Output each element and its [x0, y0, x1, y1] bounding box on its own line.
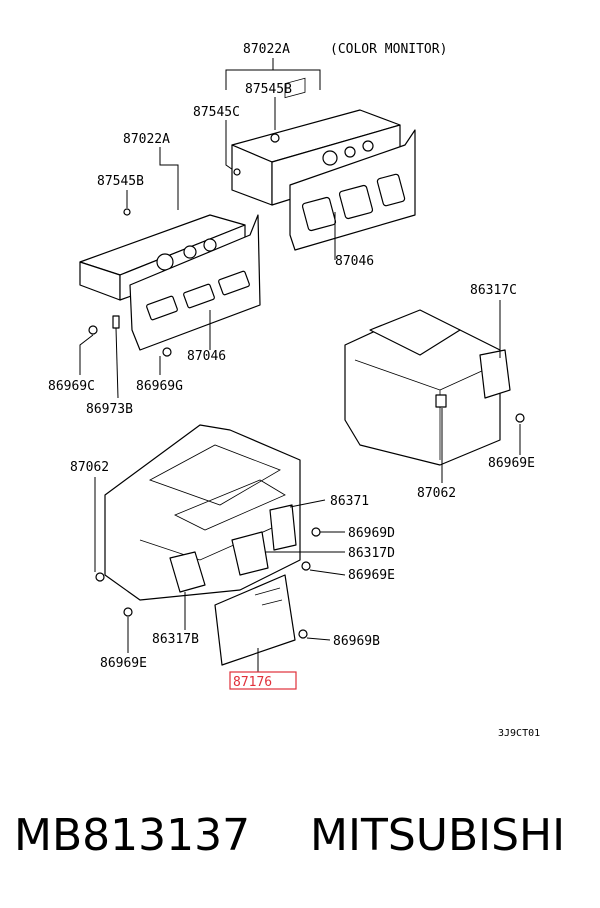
footer: MB813137 MITSUBISHI	[0, 810, 600, 870]
bezel-frame-87046-left	[129, 214, 261, 351]
callout-86969E-mid[interactable]: 86969E	[348, 568, 395, 583]
callout-87062-right[interactable]: 87062	[417, 486, 456, 501]
callout-87545C[interactable]: 87545C	[193, 105, 240, 120]
blower-unit	[344, 309, 525, 466]
callout-87545B-top[interactable]: 87545B	[245, 82, 292, 97]
leader-86969C	[79, 334, 94, 375]
screw-86969B	[298, 629, 308, 639]
screw-86969G	[162, 347, 172, 357]
part-number: MB813137	[14, 810, 251, 861]
brand-name: MITSUBISHI	[310, 810, 566, 861]
leader-86969B	[306, 637, 331, 641]
bezel-frame-87046-right	[289, 129, 416, 260]
clip-86973B	[112, 315, 120, 329]
leader-86973B	[115, 327, 119, 399]
callout-87176[interactable]: 87176	[233, 675, 272, 690]
screw-86969C	[88, 325, 98, 335]
leader-86969E-mid	[309, 569, 346, 576]
callout-86969E-left[interactable]: 86969E	[100, 656, 147, 671]
callout-87046-right[interactable]: 87046	[335, 254, 374, 269]
screw-86969E-mid	[301, 561, 311, 571]
heater-unit	[95, 424, 301, 601]
callout-color-monitor: (COLOR MONITOR)	[330, 42, 447, 57]
callout-86969E-right[interactable]: 86969E	[488, 456, 535, 471]
callout-86317B[interactable]: 86317B	[152, 632, 199, 647]
callout-86969C[interactable]: 86969C	[48, 379, 95, 394]
callout-87022A-left[interactable]: 87022A	[123, 132, 170, 147]
screw-86969D	[311, 527, 321, 537]
callout-86371[interactable]: 86371	[330, 494, 369, 509]
callout-87545B-left[interactable]: 87545B	[97, 174, 144, 189]
screw-86969E-left	[123, 607, 133, 617]
callout-86969G[interactable]: 86969G	[136, 379, 183, 394]
callout-86317C[interactable]: 86317C	[470, 283, 517, 298]
callout-86317D[interactable]: 86317D	[348, 546, 395, 561]
leader-87022A-left	[159, 147, 179, 210]
control-module-87176	[214, 574, 296, 666]
highlight-box-87176	[229, 671, 297, 690]
callout-86969D[interactable]: 86969D	[348, 526, 395, 541]
callout-86973B[interactable]: 86973B	[86, 402, 133, 417]
callout-86969B[interactable]: 86969B	[333, 634, 380, 649]
callout-87062-left[interactable]: 87062	[70, 460, 109, 475]
figure-code: 3J9CT01	[498, 728, 540, 739]
callout-87046-left[interactable]: 87046	[187, 349, 226, 364]
callout-87022A-top[interactable]: 87022A	[243, 42, 290, 57]
leader-86371	[289, 499, 326, 508]
